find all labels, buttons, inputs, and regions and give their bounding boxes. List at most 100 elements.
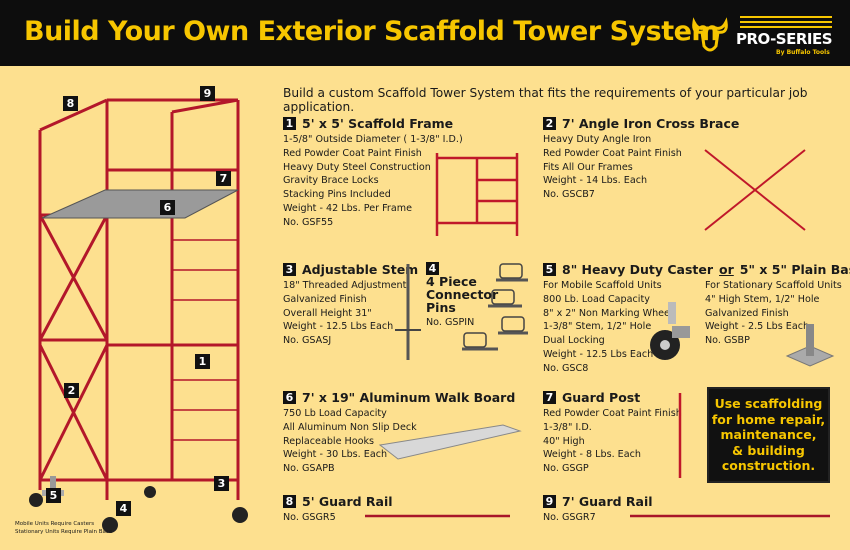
section-number: 8: [283, 495, 296, 508]
section-number: 7: [543, 391, 556, 404]
logo-text: PRO-SERIES: [736, 30, 833, 48]
spec-line: 800 Lb. Load Capacity: [543, 293, 650, 305]
spec-line: Dual Locking: [543, 335, 605, 347]
plain-base-image: [785, 324, 835, 367]
spec-line: Weight - 42 Lbs. Per Frame: [283, 202, 413, 214]
spec-line: No. GSASJ: [283, 335, 332, 347]
section-adjustable-stem: 3 Adjustable Stem 18" Threaded Adjustment…: [283, 262, 418, 348]
scaffold-frame-image: [435, 153, 519, 236]
buffalo-icon: [692, 17, 728, 52]
page-title: Build Your Own Exterior Scaffold Tower S…: [24, 16, 720, 47]
spec-line: Weight - 2.5 Lbs Each: [705, 321, 810, 333]
spec-line: Red Powder Coat Paint Finish: [283, 147, 422, 159]
section-title: 7' Angle Iron Cross Brace: [562, 116, 740, 131]
spec-line: Heavy Duty Steel Construction: [283, 161, 431, 173]
section-title: Guard Post: [562, 390, 641, 405]
spec-line: 18" Threaded Adjustment: [283, 280, 407, 291]
section-caster-or-base: 5 8" Heavy Duty Caster or 5" x 5" Plain Bas…: [543, 262, 850, 376]
caster-image: [650, 302, 690, 360]
section-title: Pins: [426, 300, 456, 315]
spec-line: No. GSC8: [543, 362, 589, 374]
callout-line: & building: [732, 442, 805, 458]
plain-base-specs: For Stationary Scaffold Units 4" High Ste…: [705, 279, 842, 348]
section-guard-post: 7 Guard Post Red Powder Coat Paint Finish…: [543, 390, 682, 476]
intro-text: Build a custom Scaffold Tower System tha…: [283, 86, 808, 114]
adjustable-stem-image: [395, 264, 421, 360]
spec-line: Red Powder Coat Paint Finish: [543, 408, 682, 419]
spec-line: 1-3/8" I.D.: [543, 421, 592, 433]
section-walk-board: 6 7' x 19" Aluminum Walk Board 750 Lb Loa…: [283, 390, 515, 476]
spec-line: Weight - 8 Lbs. Each: [543, 449, 641, 461]
section-number: 3: [283, 263, 296, 276]
spec-line: All Aluminum Non Slip Deck: [283, 421, 417, 433]
spec-line: 1-5/8" Outside Diameter ( 1-3/8" I.D.): [283, 134, 463, 145]
callout-line: for home repair,: [711, 411, 826, 427]
section-number: 5: [543, 263, 556, 276]
pro-series-logo: PRO-SERIES By Buffalo Tools: [690, 12, 840, 58]
spec-line: No. GSCB7: [543, 189, 595, 201]
scaffold-tower-illustration: [29, 98, 248, 533]
spec-line: Galvanized Finish: [705, 307, 789, 319]
spec-line: Stacking Pins Included: [283, 189, 391, 201]
tower-badge-2: 2: [64, 383, 79, 398]
section-title: 5' Guard Rail: [302, 494, 393, 509]
spec-line: No. GSBP: [705, 335, 750, 347]
spec-line: No. GSF55: [283, 216, 334, 228]
spec-line: Galvanized Finish: [283, 293, 367, 305]
spec-line: For Stationary Scaffold Units: [705, 280, 842, 291]
section-title: Adjustable Stem: [302, 262, 419, 277]
tower-badge-5: 5: [46, 488, 61, 503]
callout-line: maintenance,: [720, 427, 817, 442]
section-title: 5' x 5' Scaffold Frame: [302, 116, 454, 131]
spec-line: For Mobile Scaffold Units: [543, 280, 662, 291]
spec-line: 40" High: [543, 435, 585, 447]
guard-post-image: [678, 393, 682, 478]
section-number: 9: [543, 495, 556, 508]
header-banner: Build Your Own Exterior Scaffold Tower S…: [0, 0, 850, 66]
spec-line: Weight - 12.5 Lbs Each: [283, 321, 394, 333]
tower-badge-8: 8: [63, 96, 78, 111]
spec-line: No. GSPIN: [426, 317, 475, 328]
spec-line: Replaceable Hooks: [283, 435, 375, 447]
callout-line: construction.: [721, 458, 816, 473]
section-title: Connector: [426, 287, 499, 302]
spec-line: Fits All Our Frames: [543, 161, 633, 173]
spec-line: Red Powder Coat Paint Finish: [543, 147, 682, 159]
spec-line: 750 Lb Load Capacity: [283, 408, 387, 419]
spec-line: No. GSAPB: [283, 463, 335, 475]
note-line: Mobile Units Require Casters: [15, 521, 95, 527]
section-scaffold-frame: 1 5' x 5' Scaffold Frame 1-5/8" Outside D…: [283, 116, 463, 230]
tower-badge-4: 4: [116, 501, 131, 516]
tower-badge-6: 6: [160, 200, 175, 215]
connector-pins-image: [462, 263, 528, 351]
section-number: 1: [283, 117, 296, 130]
logo-subtext: By Buffalo Tools: [776, 49, 830, 56]
spec-line: 8" x 2" Non Marking Wheel: [543, 307, 673, 319]
tower-badge-1: 1: [195, 354, 210, 369]
note-line: Stationary Units Require Plain Base: [15, 529, 113, 535]
walk-board-image: [378, 424, 522, 460]
spec-line: 4" High Stem, 1/2" Hole: [705, 293, 820, 305]
spec-line: Overall Height 31": [283, 307, 372, 319]
section-5ft-guard-rail: 8 5' Guard Rail No. GSGR5: [283, 494, 393, 525]
spec-line: Weight - 12.5 Lbs Each: [543, 348, 654, 360]
spec-line: No. GSGR5: [283, 512, 336, 523]
section-title: 5" x 5" Plain Base: [739, 262, 850, 277]
section-title: 7' x 19" Aluminum Walk Board: [302, 390, 516, 405]
section-title: 8" Heavy Duty Caster: [562, 262, 714, 277]
spec-line: Heavy Duty Angle Iron: [543, 134, 652, 145]
5ft-guard-rail-image: [365, 514, 510, 518]
tower-badge-9: 9: [200, 86, 215, 101]
section-number: 6: [283, 391, 296, 404]
or-label: or: [719, 262, 734, 277]
spec-line: No. GSGP: [543, 463, 589, 475]
cross-brace-image: [704, 149, 806, 231]
spec-line: Gravity Brace Locks: [283, 175, 379, 187]
tower-badge-7: 7: [216, 171, 231, 186]
tower-badge-3: 3: [214, 476, 229, 491]
